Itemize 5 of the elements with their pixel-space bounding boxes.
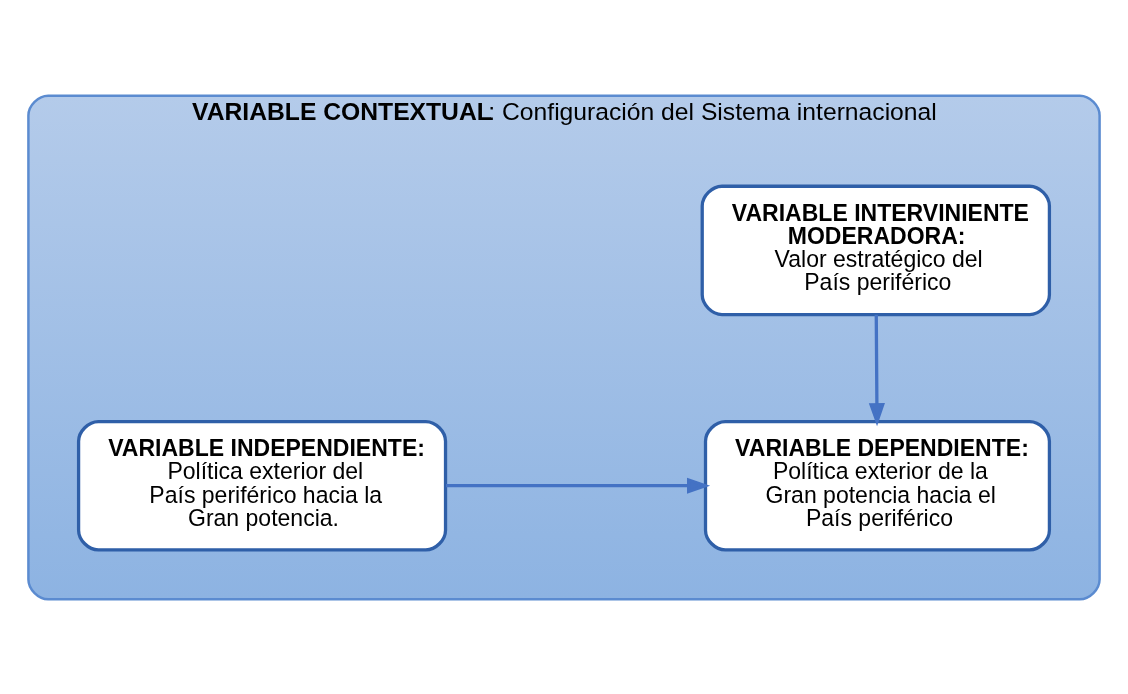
node-box: VARIABLE INDEPENDIENTE: Política exterior del País periférico hacia la Gran potencia. <box>76 419 448 552</box>
node-box: VARIABLE DEPENDIENTE: Política exterior de la Gran potencia hacia el País periférico <box>703 419 1052 552</box>
arrow <box>868 314 885 426</box>
arrow <box>445 477 711 494</box>
node-box: VARIABLE INTERVINIENTE MODERADORA: Valor estratégico del País periférico <box>700 184 1052 316</box>
